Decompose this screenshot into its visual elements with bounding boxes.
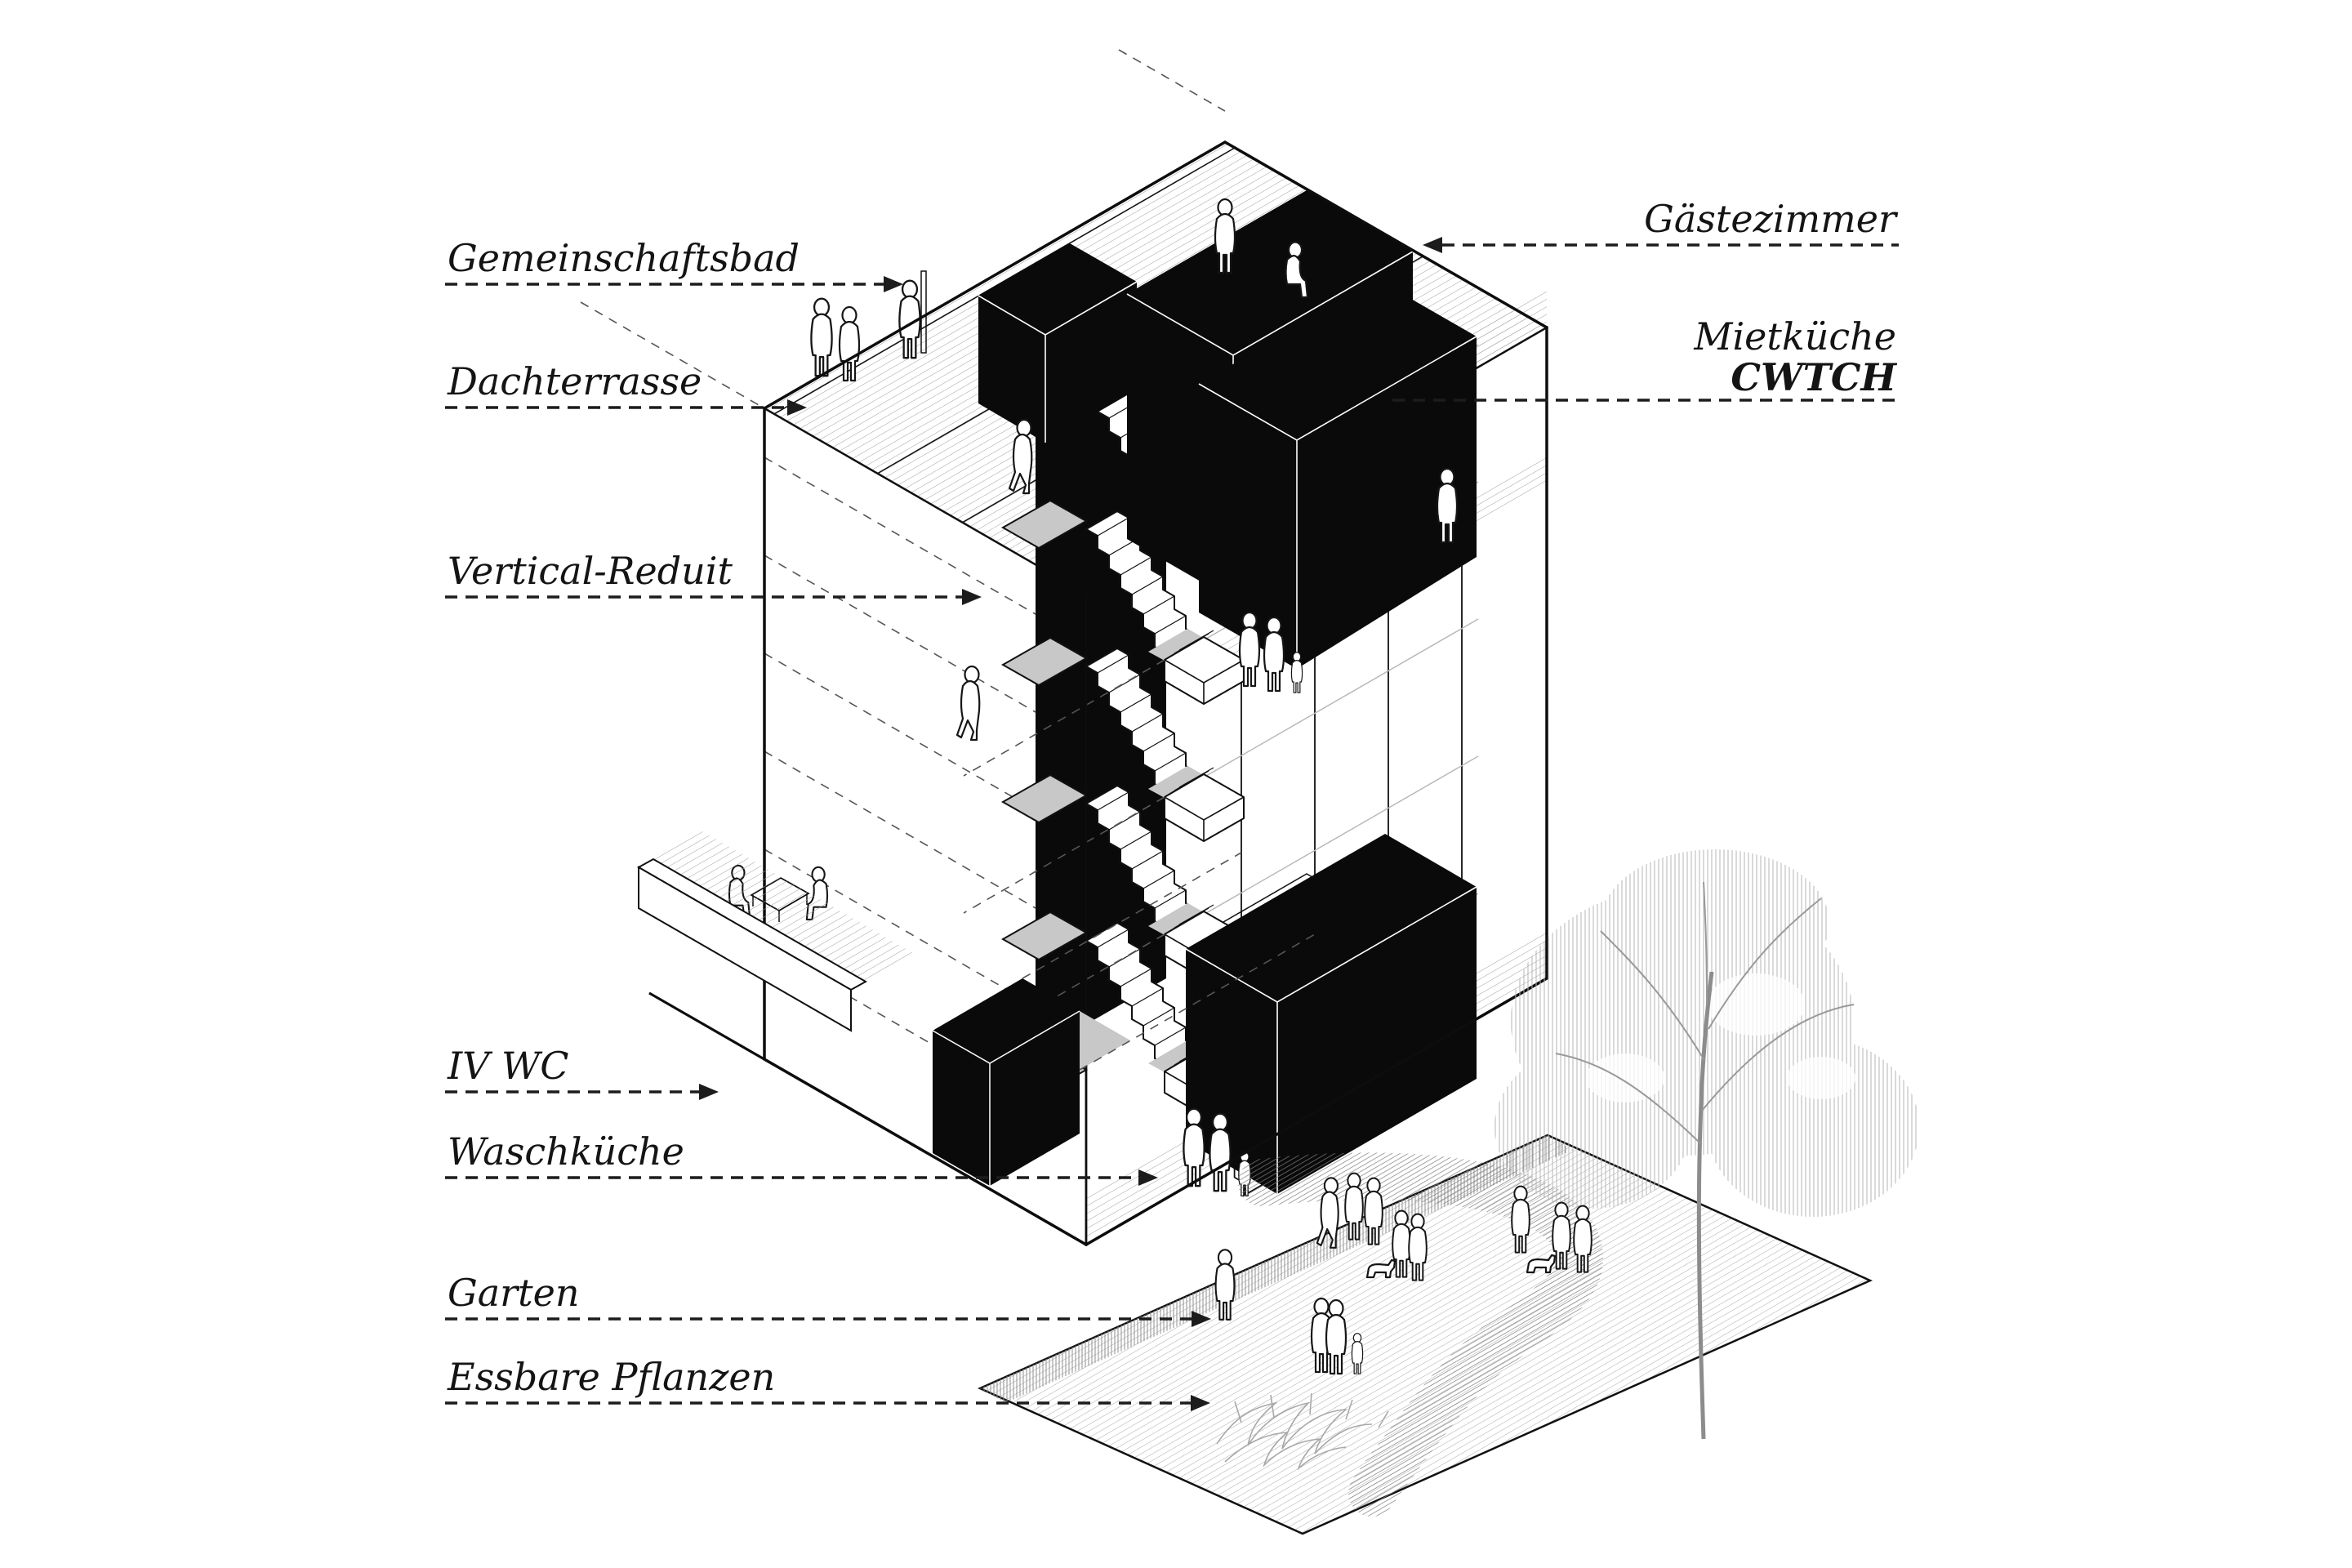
tree-branches	[1555, 881, 1855, 1144]
arrowhead	[884, 276, 903, 292]
label-dachterrasse: Dachterrasse	[445, 359, 807, 416]
label-text: Gemeinschaftsbad	[448, 236, 800, 280]
low-wall	[636, 858, 868, 1032]
label-text-bold: CWTCH	[1731, 355, 1897, 399]
label-gaestezimmer: Gästezimmer	[1423, 197, 1899, 253]
landing-projection-lines	[963, 659, 1165, 1051]
bush	[1216, 1392, 1389, 1471]
label-vertical-reduit: Vertical-Reduit	[445, 549, 982, 605]
label-essbare-pflanzen: Essbare Pflanzen	[445, 1355, 1210, 1411]
label-iv-wc: IV WC	[445, 1044, 719, 1100]
left-apron	[636, 831, 1316, 1246]
terrace-hatch	[653, 831, 915, 982]
label-text: Gästezimmer	[1644, 197, 1899, 241]
tree	[1494, 849, 1919, 1440]
annotations: Gemeinschaftsbad Dachterrasse Vertical-R…	[445, 197, 1899, 1411]
volume-ground-room	[1185, 834, 1477, 1194]
garden-plot	[977, 1134, 1873, 1535]
label-garten: Garten	[445, 1271, 1211, 1327]
arrowhead	[1192, 1311, 1211, 1327]
arrowhead	[962, 589, 982, 605]
arrowhead	[699, 1084, 719, 1100]
label-text: Vertical-Reduit	[448, 549, 733, 593]
label-text: Mietküche	[1693, 314, 1896, 359]
volume-gemeinschaftsbad	[978, 243, 1138, 443]
person-figure	[810, 297, 833, 377]
arrowhead	[1191, 1395, 1210, 1411]
label-text: Dachterrasse	[447, 359, 702, 403]
door-frame	[920, 270, 927, 354]
label-text: Essbare Pflanzen	[447, 1355, 775, 1399]
canopy-highlights	[1586, 973, 1855, 1102]
volume-iv-wc	[932, 852, 1316, 1186]
tree-trunk	[1696, 971, 1714, 1440]
label-gemeinschaftsbad: Gemeinschaftsbad	[445, 236, 903, 292]
arrowhead	[1423, 237, 1442, 253]
label-text: IV WC	[447, 1044, 569, 1088]
garden	[977, 849, 1919, 1535]
person-figure	[1209, 1112, 1232, 1192]
label-mietkueche-cwtch: Mietküche CWTCH	[1392, 314, 1899, 402]
volume-mietkueche	[1198, 280, 1477, 669]
arrowhead	[787, 399, 807, 416]
garden-path	[1238, 1152, 1603, 1517]
label-text: Garten	[448, 1271, 580, 1315]
label-waschkueche: Waschküche	[445, 1129, 1158, 1186]
building	[580, 49, 1549, 1247]
label-text: Waschküche	[448, 1129, 684, 1174]
arrowhead	[1138, 1169, 1158, 1186]
